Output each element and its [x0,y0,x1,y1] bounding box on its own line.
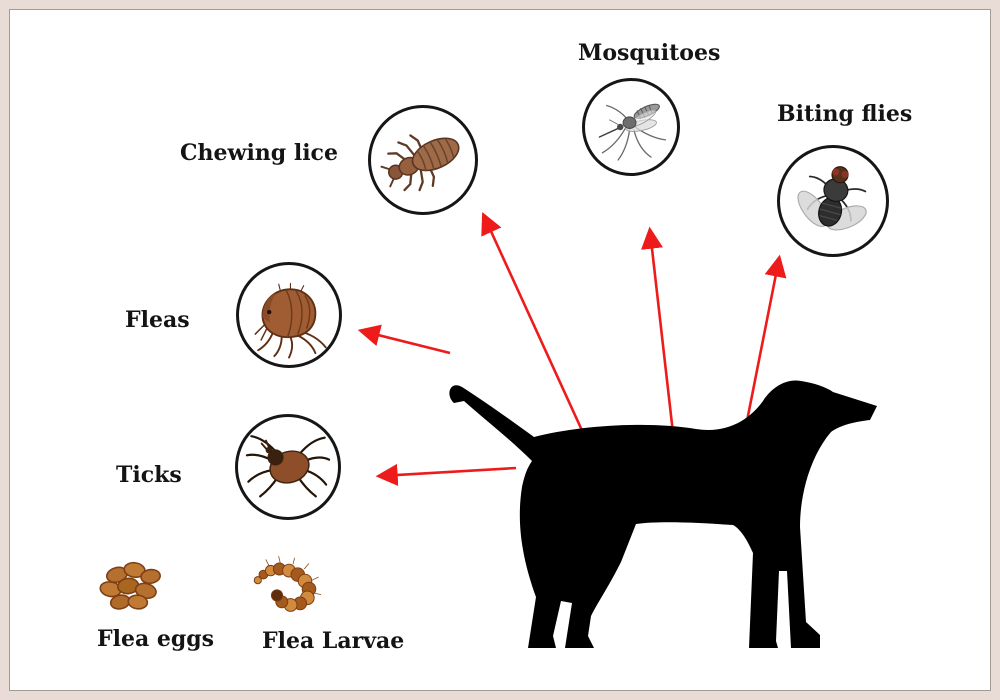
label-ticks: Ticks [116,462,182,488]
label-chewing-lice: Chewing lice [180,140,338,166]
flea-larva-icon [253,556,322,612]
label-biting-flies: Biting flies [777,101,913,127]
label-mosquitoes: Mosquitoes [578,40,721,66]
label-flea-larvae: Flea Larvae [262,628,405,654]
mosquitoes-circle [582,78,680,176]
diagram-canvas: Mosquitoes Biting flies Chewing lice Fle… [9,9,991,691]
flea-eggs-icon [99,561,161,610]
fleas-circle [236,262,342,368]
mosquito-icon [598,103,667,161]
flea-icon [254,282,327,359]
tick-icon [245,435,331,498]
label-flea-eggs: Flea eggs [97,626,215,652]
arrow-to-fleas [357,324,451,355]
chewing-lice-circle [368,105,478,215]
chewing-louse-icon [380,134,460,192]
biting-flies-circle [777,145,889,257]
label-fleas: Fleas [125,307,190,333]
biting-fly-icon [797,166,867,231]
dog-silhouette-icon [449,380,877,648]
ticks-circle [235,414,341,520]
